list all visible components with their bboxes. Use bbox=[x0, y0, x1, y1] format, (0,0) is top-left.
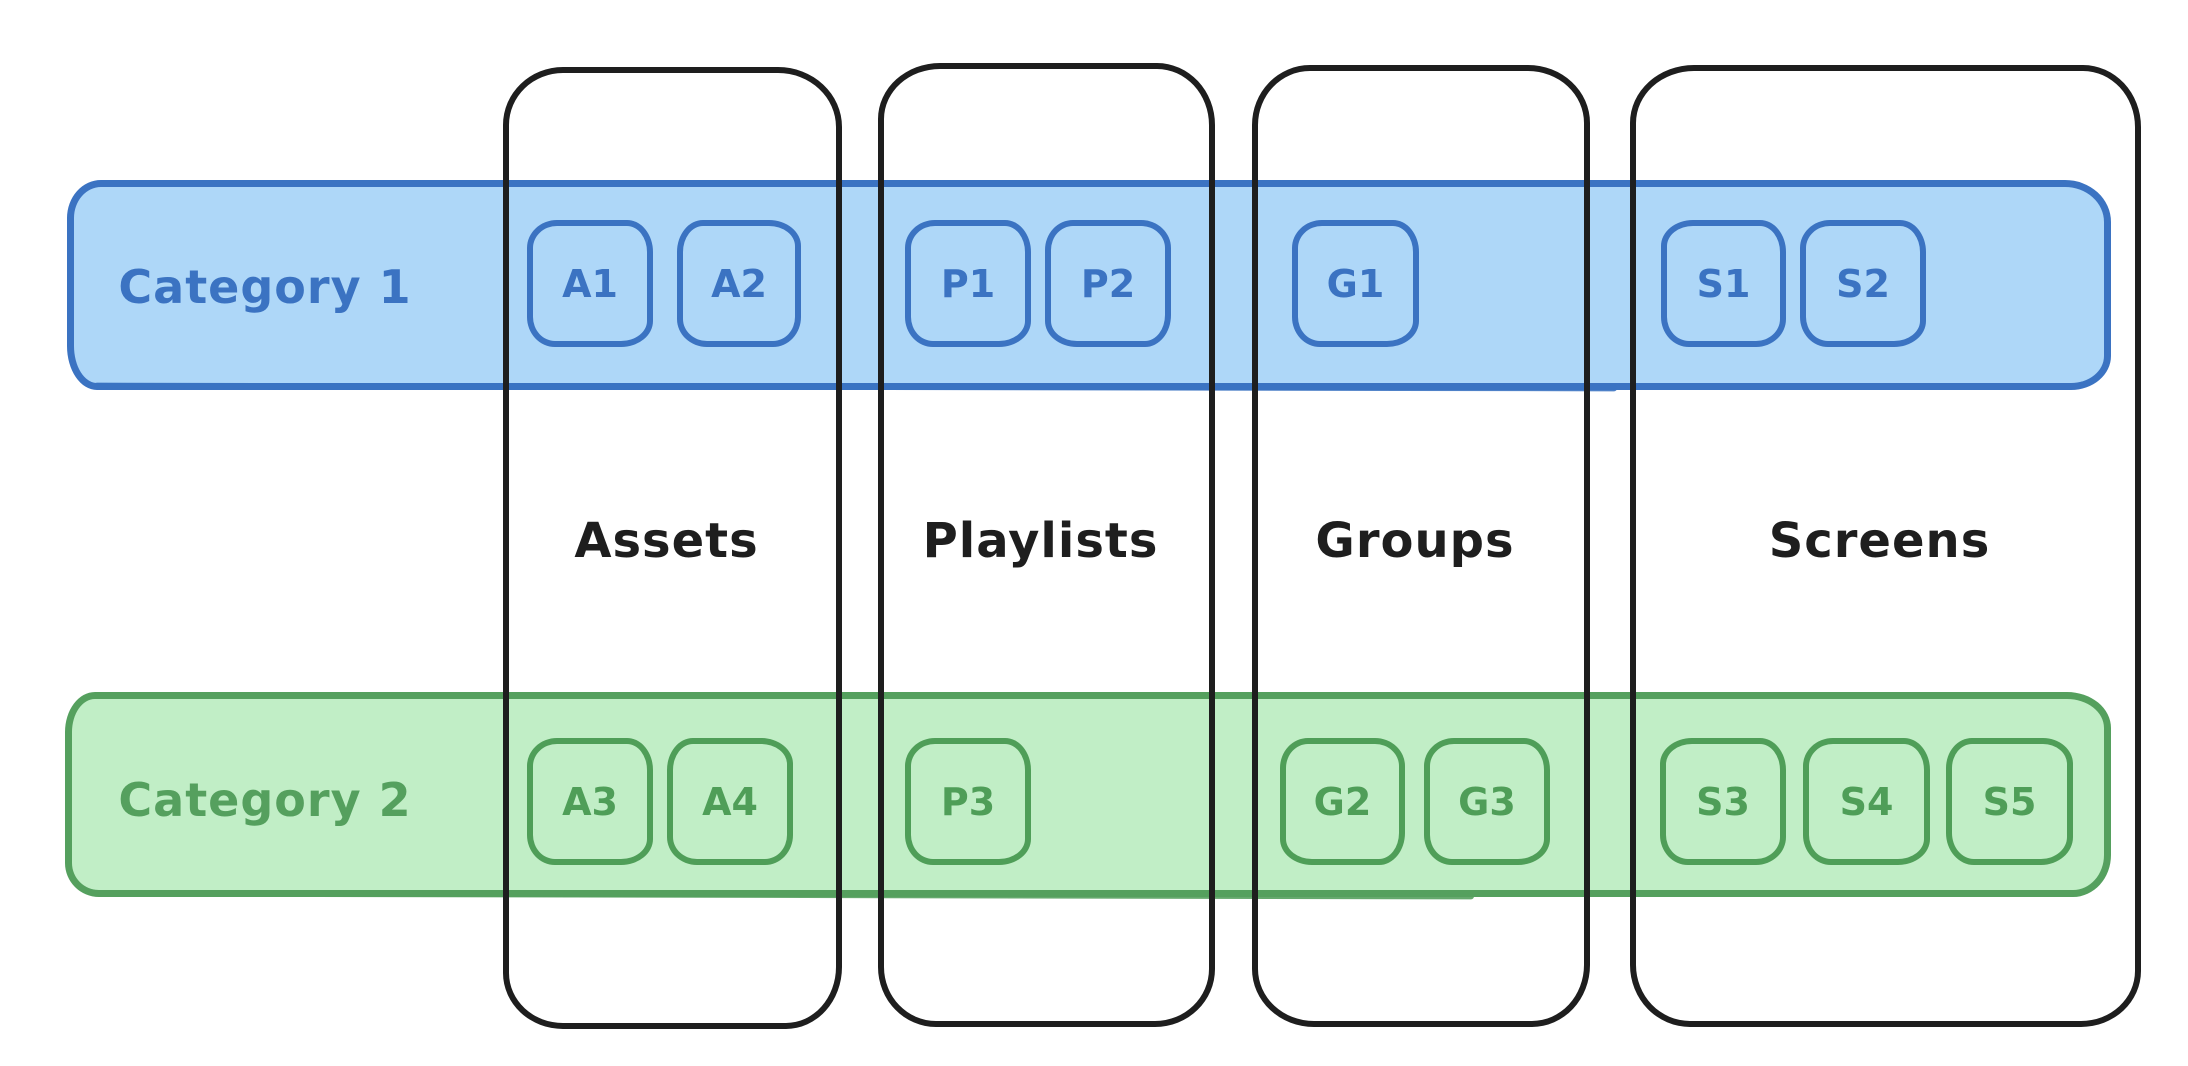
item-label-s5: S5 bbox=[1982, 779, 2037, 824]
column-screens bbox=[1630, 65, 2141, 1027]
category-2-band bbox=[65, 692, 2111, 897]
item-label-a4: A4 bbox=[702, 779, 758, 824]
item-label-p3: P3 bbox=[940, 779, 996, 824]
item-label-g2: G2 bbox=[1313, 779, 1372, 824]
item-box-s4: S4 bbox=[1803, 738, 1930, 865]
item-label-p2: P2 bbox=[1080, 261, 1136, 306]
item-box-g3: G3 bbox=[1424, 738, 1550, 865]
item-label-s4: S4 bbox=[1839, 779, 1894, 824]
item-label-s1: S1 bbox=[1696, 261, 1751, 306]
item-box-s1: S1 bbox=[1661, 220, 1786, 347]
item-label-s3: S3 bbox=[1696, 779, 1750, 824]
item-box-p1: P1 bbox=[905, 220, 1031, 347]
item-box-p3: P3 bbox=[905, 738, 1031, 865]
category-1-band bbox=[67, 180, 2111, 390]
item-label-p1: P1 bbox=[940, 261, 996, 306]
item-box-g2: G2 bbox=[1280, 738, 1405, 865]
item-box-a1: A1 bbox=[527, 220, 653, 347]
item-label-a2: A2 bbox=[711, 261, 767, 306]
item-label-s2: S2 bbox=[1836, 261, 1890, 306]
item-label-a1: A1 bbox=[562, 261, 618, 306]
item-box-s3: S3 bbox=[1660, 738, 1786, 865]
column-playlists bbox=[878, 63, 1215, 1027]
item-box-p2: P2 bbox=[1045, 220, 1171, 347]
item-box-s5: S5 bbox=[1946, 738, 2073, 865]
column-groups bbox=[1252, 65, 1590, 1027]
column-assets bbox=[503, 67, 842, 1029]
item-label-a3: A3 bbox=[562, 779, 618, 824]
item-box-a4: A4 bbox=[667, 738, 793, 865]
item-box-g1: G1 bbox=[1292, 220, 1419, 347]
item-label-g1: G1 bbox=[1326, 261, 1385, 306]
item-box-a2: A2 bbox=[677, 220, 801, 347]
item-label-g3: G3 bbox=[1458, 779, 1516, 824]
item-box-s2: S2 bbox=[1800, 220, 1926, 347]
item-box-a3: A3 bbox=[527, 738, 653, 865]
